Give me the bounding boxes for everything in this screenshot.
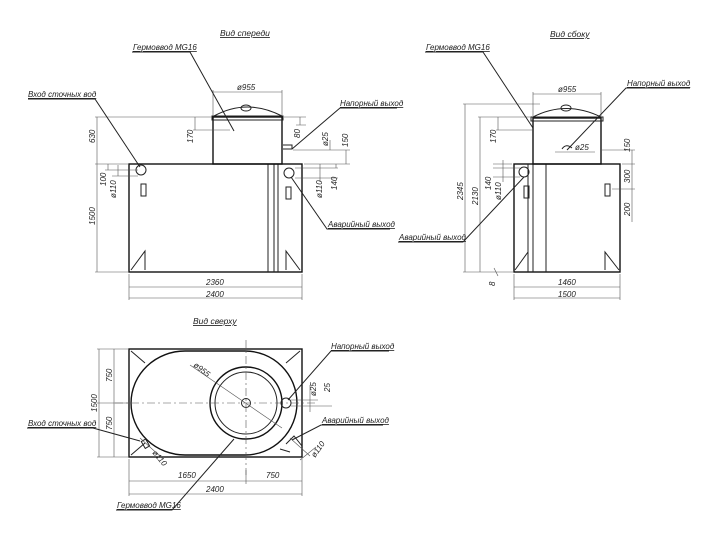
tank-body-shape (130, 350, 298, 456)
side-dim-170: 170 (489, 129, 498, 143)
front-pressure-outlet-label: Напорный выход (340, 99, 404, 108)
front-neck (212, 116, 283, 165)
dim-2400: 2400 (205, 290, 224, 299)
top-dim-dia25: ø25 (309, 382, 318, 396)
vent-grill (604, 183, 611, 197)
side-dim-150: 150 (623, 138, 632, 152)
dim-dia110-left: ø110 (109, 180, 118, 198)
front-view-title: Вид спереди (220, 28, 270, 38)
side-dim-1500: 1500 (558, 290, 576, 299)
front-inlet-label: Вход сточных вод (28, 90, 97, 99)
dim-100: 100 (99, 172, 108, 186)
dim-80: 80 (293, 129, 302, 138)
dim-2130: 2130 (471, 187, 480, 206)
side-gland-label: Гермоввод MG16 (426, 43, 490, 52)
top-view: Вид сверху ø955 750 1500 750 ø25 25 ø110… (27, 316, 395, 511)
dim-dia25: ø25 (321, 132, 330, 146)
front-tank-body (128, 163, 303, 273)
top-dim-1500: 1500 (90, 394, 99, 412)
top-dim-dia110-right: ø110 (309, 439, 327, 459)
lid-handle (240, 104, 252, 112)
side-tank-body (513, 163, 621, 273)
vent-grill (523, 185, 530, 199)
dim-140: 140 (330, 176, 339, 190)
side-dim-300: 300 (623, 169, 632, 183)
top-pressure-outlet-label: Напорный выход (331, 342, 395, 351)
top-dim-750-upper: 750 (105, 368, 114, 382)
side-dim-dia25: ø25 (575, 143, 589, 152)
dim-150: 150 (341, 133, 350, 147)
side-emergency-outlet-label: Аварийный выход (398, 233, 467, 242)
dim-8: 8 (488, 281, 497, 286)
dim-170: 170 (186, 129, 195, 143)
side-neck-dia-dim: ø955 (558, 85, 577, 94)
side-neck (532, 117, 602, 165)
top-inlet-label: Вход сточных вод (28, 419, 97, 428)
top-neck-dia-dim: ø955 (192, 360, 212, 379)
top-emergency-outlet-label: Аварийный выход (321, 416, 390, 425)
dim-1460: 1460 (558, 278, 576, 287)
top-dim-750-lower: 750 (105, 416, 114, 430)
dim-2360: 2360 (205, 278, 224, 287)
front-view: Вид спереди ø955 630 1500 100 ø110 170 8… (28, 28, 404, 300)
dim-1500: 1500 (88, 207, 97, 225)
front-neck-dia-dim: ø955 (237, 83, 256, 92)
top-view-title: Вид сверху (193, 316, 237, 326)
pressure-outlet-pipe (280, 397, 292, 409)
emergency-pipe (283, 167, 295, 179)
side-pressure-outlet-label: Напорный выход (627, 79, 691, 88)
side-dim-200: 200 (623, 202, 632, 217)
front-emergency-outlet-label: Аварийный выход (327, 220, 396, 229)
top-dim-2400: 2400 (205, 485, 224, 494)
dim-630: 630 (88, 129, 97, 143)
dim-1650: 1650 (178, 471, 196, 480)
top-gland-label: Гермоввод MG16 (117, 501, 181, 510)
vent-grill (140, 183, 147, 197)
side-dim-dia110: ø110 (494, 182, 503, 200)
side-view-title: Вид сбоку (550, 29, 590, 39)
dim-dia110-right: ø110 (315, 180, 324, 198)
side-view: Вид сбоку ø955 ø25 2345 2130 170 140 ø11… (398, 29, 691, 300)
vent-grill (285, 186, 292, 200)
front-gland-label: Гермоввод MG16 (133, 43, 197, 52)
side-dim-140: 140 (484, 176, 493, 190)
dim-2345: 2345 (456, 182, 465, 201)
top-dim-750-horizontal: 750 (266, 471, 280, 480)
lid-handle (560, 104, 572, 112)
top-dim-25: 25 (323, 383, 332, 393)
